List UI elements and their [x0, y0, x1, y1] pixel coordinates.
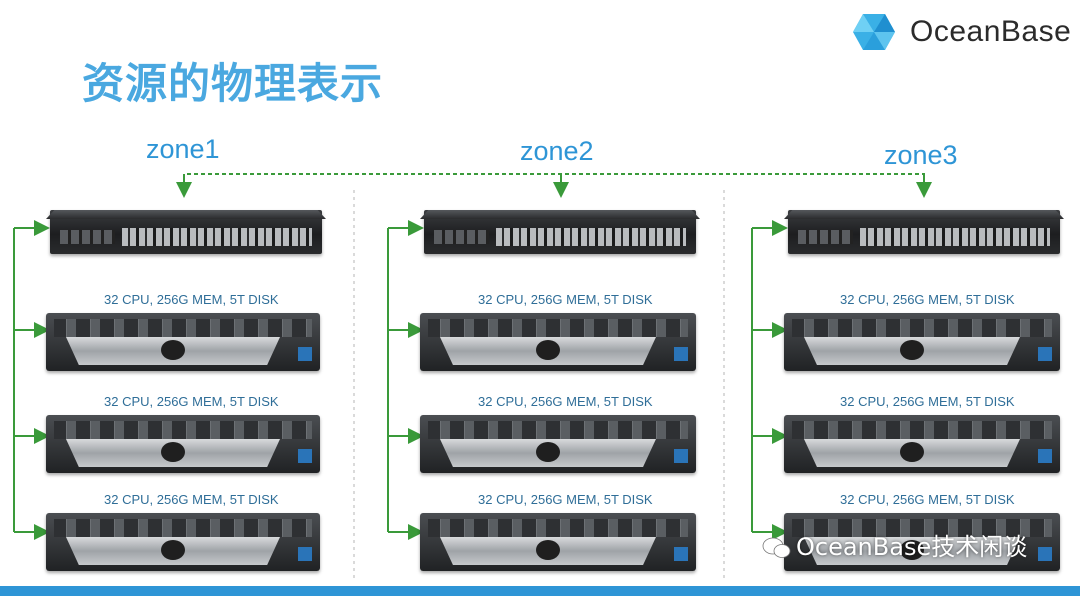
bottom-accent-bar: [0, 586, 1080, 596]
dell-logo-icon: [161, 540, 185, 560]
server-spec: 32 CPU, 256G MEM, 5T DISK: [104, 492, 279, 507]
server-spec: 32 CPU, 256G MEM, 5T DISK: [478, 292, 653, 307]
rack-server: [420, 415, 696, 473]
rack-server: [420, 313, 696, 371]
dell-logo-icon: [900, 540, 924, 560]
network-switch-zone3: [788, 210, 1060, 254]
zone-label-1: zone1: [146, 134, 220, 164]
server-spec: 32 CPU, 256G MEM, 5T DISK: [840, 394, 1015, 409]
dell-logo-icon: [900, 442, 924, 462]
network-switch-zone1: [50, 210, 322, 254]
rack-server: [46, 313, 320, 371]
rack-server: [420, 513, 696, 571]
dell-logo-icon: [536, 442, 560, 462]
zone-label-2: zone2: [520, 136, 594, 166]
server-spec: 32 CPU, 256G MEM, 5T DISK: [478, 394, 653, 409]
rack-server: [784, 415, 1060, 473]
zone-interconnect-line: [183, 173, 925, 192]
oceanbase-logo: OceanBase: [852, 12, 1071, 52]
network-switch-zone2: [424, 210, 696, 254]
dell-logo-icon: [536, 540, 560, 560]
server-spec: 32 CPU, 256G MEM, 5T DISK: [840, 492, 1015, 507]
watermark-text: OceanBase技术闲谈: [796, 533, 1028, 561]
dell-logo-icon: [161, 340, 185, 360]
server-spec: 32 CPU, 256G MEM, 5T DISK: [840, 292, 1015, 307]
server-spec: 32 CPU, 256G MEM, 5T DISK: [478, 492, 653, 507]
brand-name: OceanBase: [910, 15, 1072, 48]
rack-server: [784, 513, 1060, 571]
server-spec: 32 CPU, 256G MEM, 5T DISK: [104, 394, 279, 409]
zone-label-3: zone3: [884, 140, 958, 170]
dell-logo-icon: [900, 340, 924, 360]
server-spec: 32 CPU, 256G MEM, 5T DISK: [104, 292, 279, 307]
page-title: 资源的物理表示: [82, 59, 384, 108]
dell-logo-icon: [161, 442, 185, 462]
rack-server: [46, 513, 320, 571]
hexagon-logo-icon: [853, 14, 895, 50]
wechat-icon: [762, 537, 791, 558]
rack-server: [784, 313, 1060, 371]
dell-logo-icon: [536, 340, 560, 360]
rack-server: [46, 415, 320, 473]
